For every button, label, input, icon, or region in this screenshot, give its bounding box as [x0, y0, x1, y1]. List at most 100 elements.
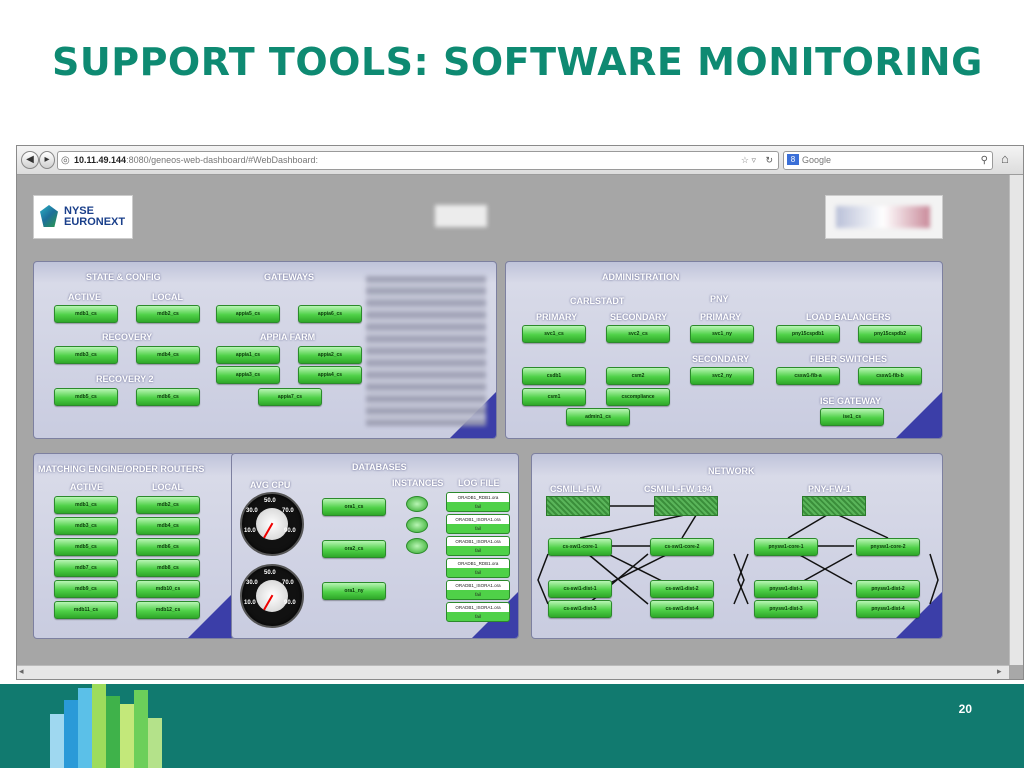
admin-btn-csm2[interactable]: csm2 — [606, 367, 670, 385]
slide-footer — [0, 684, 1024, 768]
home-icon[interactable]: ⌂ — [1001, 151, 1009, 166]
net-dist-7[interactable]: pnysw1-dist-3 — [754, 600, 818, 618]
blurred-title — [435, 205, 487, 227]
net-dist-3[interactable]: pnysw1-dist-1 — [754, 580, 818, 598]
matching-btn-4[interactable]: mdb4_cs — [136, 517, 200, 535]
url-host: 10.11.49.144 — [74, 155, 127, 165]
search-placeholder: Google — [802, 155, 832, 165]
net-dist-2[interactable]: cs-swi1-dist-2 — [650, 580, 714, 598]
state-btn-5[interactable]: mdb5_cs — [54, 388, 118, 406]
state-btn-4[interactable]: mdb4_cs — [136, 346, 200, 364]
instance-indicator-3 — [406, 538, 428, 554]
state-btn-2[interactable]: mdb2_cs — [136, 305, 200, 323]
firewall-pny-fw1[interactable] — [802, 496, 866, 516]
state-active-label: ACTIVE — [68, 292, 102, 302]
firewall-csmill-fw[interactable] — [546, 496, 610, 516]
back-icon[interactable]: ◀ — [21, 151, 39, 169]
farm-btn-5[interactable]: appia7_cs — [258, 388, 322, 406]
bookmark-star-icon[interactable]: ☆ ▿ — [740, 155, 756, 165]
network-topology-lines — [537, 505, 939, 605]
dashboard-canvas: NYSE EURONEXT STATE & CONFIG GATEWAYS AC… — [17, 175, 1009, 665]
forward-icon[interactable]: ▸ — [39, 151, 55, 169]
vertical-scrollbar[interactable] — [1009, 175, 1023, 665]
admin-title: ADMINISTRATION — [602, 272, 680, 282]
horizontal-scrollbar[interactable]: ◂ ▸ — [17, 665, 1009, 679]
network-title: NETWORK — [708, 466, 755, 476]
admin-btn-svc2-cs[interactable]: svc2_cs — [606, 325, 670, 343]
net-dist-1[interactable]: cs-swi1-dist-1 — [548, 580, 612, 598]
net-core-2[interactable]: cs-swi1-core-2 — [650, 538, 714, 556]
instances-label: INSTANCES — [392, 478, 444, 488]
farm-btn-2[interactable]: appia2_cs — [298, 346, 362, 364]
farm-btn-4[interactable]: appia4_cs — [298, 366, 362, 384]
url-path: :8080/geneos-web-dashboard/#WebDashboard… — [126, 155, 319, 165]
gateway-btn-1[interactable]: appia5_cs — [216, 305, 280, 323]
footer-logo-bar — [64, 700, 78, 768]
matching-btn-12[interactable]: mdb12_cs — [136, 601, 200, 619]
scroll-right-icon[interactable]: ▸ — [997, 666, 1002, 676]
net-core-4[interactable]: pnysw1-core-2 — [856, 538, 920, 556]
state-btn-6[interactable]: mdb6_cs — [136, 388, 200, 406]
matching-btn-3[interactable]: mdb3_cs — [54, 517, 118, 535]
appia-farm-label: APPIA FARM — [260, 332, 316, 342]
admin-btn-fib-b[interactable]: cssw1-fib-b — [858, 367, 922, 385]
csmill-fw-label: CSMILL-FW — [550, 484, 601, 494]
db-btn-ora2-cs[interactable]: ora2_cs — [322, 540, 386, 558]
matching-btn-6[interactable]: mdb6_cs — [136, 538, 200, 556]
net-dist-5[interactable]: cs-swi1-dist-3 — [548, 600, 612, 618]
admin-btn-svc1-ny[interactable]: svc1_ny — [690, 325, 754, 343]
admin-btn-csdb1[interactable]: csdb1 — [522, 367, 586, 385]
footer-logo-bar — [148, 718, 162, 768]
admin-btn-ise1[interactable]: ise1_cs — [820, 408, 884, 426]
farm-btn-1[interactable]: appia1_cs — [216, 346, 280, 364]
gateway-btn-2[interactable]: appia6_cs — [298, 305, 362, 323]
net-dist-8[interactable]: pnysw1-dist-4 — [856, 600, 920, 618]
farm-btn-3[interactable]: appia3_cs — [216, 366, 280, 384]
footer-logo-bar — [134, 690, 148, 768]
net-dist-6[interactable]: cs-swi1-dist-4 — [650, 600, 714, 618]
admin-btn-svc2-ny[interactable]: svc2_ny — [690, 367, 754, 385]
db-btn-ora1-ny[interactable]: ora1_ny — [322, 582, 386, 600]
gauge2-tick-5: 90.0 — [284, 600, 296, 606]
admin-btn-fib-a[interactable]: cssw1-fib-a — [776, 367, 840, 385]
gauge1-tick-4: 10.0 — [244, 528, 256, 534]
admin-btn-svc1-cs[interactable]: svc1_cs — [522, 325, 586, 343]
admin-btn-csm1[interactable]: csm1 — [522, 388, 586, 406]
matching-btn-2[interactable]: mdb2_cs — [136, 496, 200, 514]
scroll-left-icon[interactable]: ◂ — [19, 666, 24, 676]
nyse-euronext-logo: NYSE EURONEXT — [33, 195, 133, 239]
net-core-3[interactable]: pnysw1-core-1 — [754, 538, 818, 556]
csmill-fw194-label: CSMILL-FW 194 — [644, 484, 713, 494]
matching-btn-11[interactable]: mdb11_cs — [54, 601, 118, 619]
instance-indicator-2 — [406, 517, 428, 533]
matching-title: MATCHING ENGINE/ORDER ROUTERS — [38, 464, 205, 474]
panel-network: NETWORK CSMILL-FW CSMILL-FW 194 PNY-FW-1… — [531, 453, 943, 639]
admin-btn-lb1[interactable]: pny15cspdb1 — [776, 325, 840, 343]
carlstadt-primary-label: PRIMARY — [536, 312, 578, 322]
url-bar[interactable]: ◎ 10.11.49.144:8080/geneos-web-dashboard… — [57, 151, 779, 170]
carlstadt-label: CARLSTADT — [570, 296, 625, 306]
matching-btn-10[interactable]: mdb10_cs — [136, 580, 200, 598]
firewall-csmill-fw194[interactable] — [654, 496, 718, 516]
matching-btn-8[interactable]: mdb8_cs — [136, 559, 200, 577]
state-btn-1[interactable]: mdb1_cs — [54, 305, 118, 323]
matching-btn-1[interactable]: mdb1_cs — [54, 496, 118, 514]
gauge1-tick-3: 30.0 — [246, 508, 258, 514]
admin-btn-lb2[interactable]: pny15cspdb2 — [858, 325, 922, 343]
matching-btn-7[interactable]: mdb7_cs — [54, 559, 118, 577]
pny-primary-label: PRIMARY — [700, 312, 742, 322]
search-icon[interactable]: ⚲ — [980, 155, 988, 166]
matching-btn-9[interactable]: mdb9_cs — [54, 580, 118, 598]
net-dist-4[interactable]: pnysw1-dist-2 — [856, 580, 920, 598]
admin-btn-cscompliance[interactable]: cscompliance — [606, 388, 670, 406]
net-core-1[interactable]: cs-swi1-core-1 — [548, 538, 612, 556]
db-btn-ora1-cs[interactable]: ora1_cs — [322, 498, 386, 516]
state-btn-3[interactable]: mdb3_cs — [54, 346, 118, 364]
admin-btn-admin1[interactable]: admin1_cs — [566, 408, 630, 426]
reload-icon[interactable]: ↻ — [765, 155, 773, 165]
matching-btn-5[interactable]: mdb5_cs — [54, 538, 118, 556]
